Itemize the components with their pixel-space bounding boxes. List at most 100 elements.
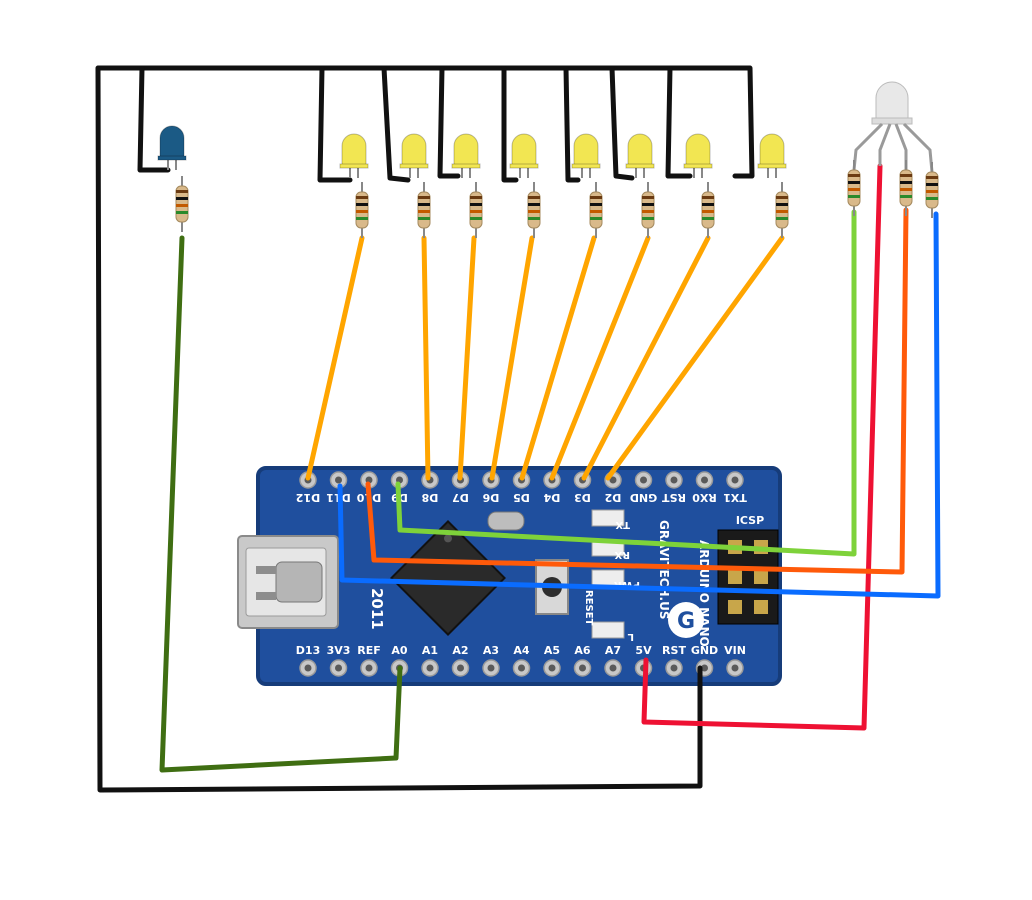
resistor-yellow-4	[527, 182, 541, 238]
pin-label: GND	[630, 491, 657, 504]
pin-label: D8	[422, 491, 439, 504]
pin-hole	[701, 664, 708, 672]
resistor-yellow-3	[469, 182, 483, 238]
orange-wire-d4	[549, 235, 651, 481]
arduino-nano-text: ARDUINO NANO	[697, 540, 711, 647]
gravitech-logo: G	[668, 602, 704, 638]
yellow-led-6	[625, 133, 655, 178]
pin-hole	[640, 476, 647, 484]
pin-hole	[304, 664, 312, 672]
microcontroller-chip	[390, 520, 506, 636]
green-a0-wire	[159, 235, 403, 773]
pin-label: RST	[662, 644, 686, 657]
pin-hole	[701, 476, 708, 484]
pin-hole	[579, 664, 586, 672]
orange-wire-d12	[305, 235, 365, 481]
pin-hole	[609, 476, 617, 484]
pin-label: A7	[605, 644, 621, 657]
wires	[95, 65, 941, 793]
orange-wire-d5	[519, 235, 597, 481]
icsp-header	[717, 529, 779, 625]
pin-hole	[365, 664, 373, 672]
pin-label: A3	[483, 644, 499, 657]
pin-label: D13	[296, 644, 320, 657]
pin-label: D4	[543, 491, 560, 504]
pin-hole	[670, 664, 678, 672]
icsp-label: ICSP	[736, 514, 764, 527]
black-ground-drop-led4	[501, 65, 519, 183]
pin-label: A0	[391, 644, 408, 657]
pin-hole	[518, 664, 525, 672]
yellow-led-7	[683, 133, 713, 178]
pin-label: D2	[605, 491, 622, 504]
pin-label: D6	[482, 491, 499, 504]
orange-wire-d2	[605, 235, 785, 481]
pin-label: A5	[544, 644, 560, 657]
black-ground-drop-led7	[665, 65, 693, 179]
yellow-led-5	[571, 133, 601, 178]
pin-label: RST	[662, 491, 686, 504]
black-ground-wire	[95, 65, 755, 793]
orange-wire-d8	[421, 235, 431, 481]
pin-hole	[335, 476, 342, 484]
pin-label: D3	[574, 491, 591, 504]
pin-hole	[457, 664, 464, 672]
resistor-yellow-6	[641, 182, 655, 238]
pin-label: A6	[574, 644, 591, 657]
yellow-led-1	[339, 133, 369, 178]
reset-label: RESET	[583, 590, 594, 626]
yellow-led-8	[757, 133, 787, 178]
blue-led	[157, 125, 187, 170]
resistor-rgb-3	[899, 160, 913, 216]
orange-wire-d6	[489, 235, 535, 481]
pin-label: A1	[422, 644, 438, 657]
resistor-rgb-4	[925, 162, 939, 218]
pin-hole	[426, 664, 434, 672]
l-label: L	[627, 631, 634, 642]
pin-label: RX0	[692, 491, 717, 504]
l-led	[591, 621, 625, 639]
pin-hole	[548, 664, 556, 672]
resistor-yellow-8	[775, 182, 789, 238]
pin-hole	[609, 664, 617, 672]
resistor-yellow-1	[355, 182, 369, 238]
light-green-d9-wire	[395, 209, 857, 557]
yellow-led-3	[451, 133, 481, 178]
pwr-label: PWR	[614, 579, 640, 590]
year-text: 2011	[368, 588, 386, 630]
rx-label: RX	[614, 549, 630, 560]
pin-label: D7	[452, 491, 469, 504]
pin-hole	[335, 664, 342, 672]
red-5v-wire	[641, 163, 883, 731]
pin-label: D5	[513, 491, 530, 504]
rgb-led	[852, 81, 934, 173]
black-ground-drop-led3	[437, 65, 461, 179]
black-ground-drop-blue-led	[137, 65, 171, 173]
components	[157, 81, 939, 238]
resistor-rgb-1	[847, 160, 861, 216]
black-ground-drop-led1	[317, 65, 353, 183]
gravitech-text: GRAVITECH.US	[657, 520, 671, 620]
pin-hole	[487, 664, 495, 672]
pin-label: A4	[513, 644, 530, 657]
black-ground-drop-led2	[381, 65, 411, 183]
pin-label: REF	[357, 644, 381, 657]
pin-hole	[731, 476, 739, 484]
blue-d11-wire	[337, 211, 941, 599]
tx-led	[591, 509, 625, 527]
resistor-yellow-2	[417, 182, 431, 238]
logo-letter: G	[677, 609, 695, 634]
resistor-yellow-5	[589, 182, 603, 238]
pin-label: 5V	[635, 644, 652, 657]
red-orange-d10-wire	[365, 207, 909, 575]
pin-label: VIN	[724, 644, 746, 657]
usb-connector	[237, 535, 339, 629]
orange-wire-d3	[581, 235, 711, 481]
tx-label: TX	[615, 519, 630, 530]
arduino-nano-board: G ICSP TX RX PWR L RESET GRAVITECH.US AR…	[237, 466, 782, 686]
pin-label: 3V3	[327, 644, 351, 657]
pin-label: D12	[296, 491, 320, 504]
orange-wire-d7	[457, 235, 477, 481]
